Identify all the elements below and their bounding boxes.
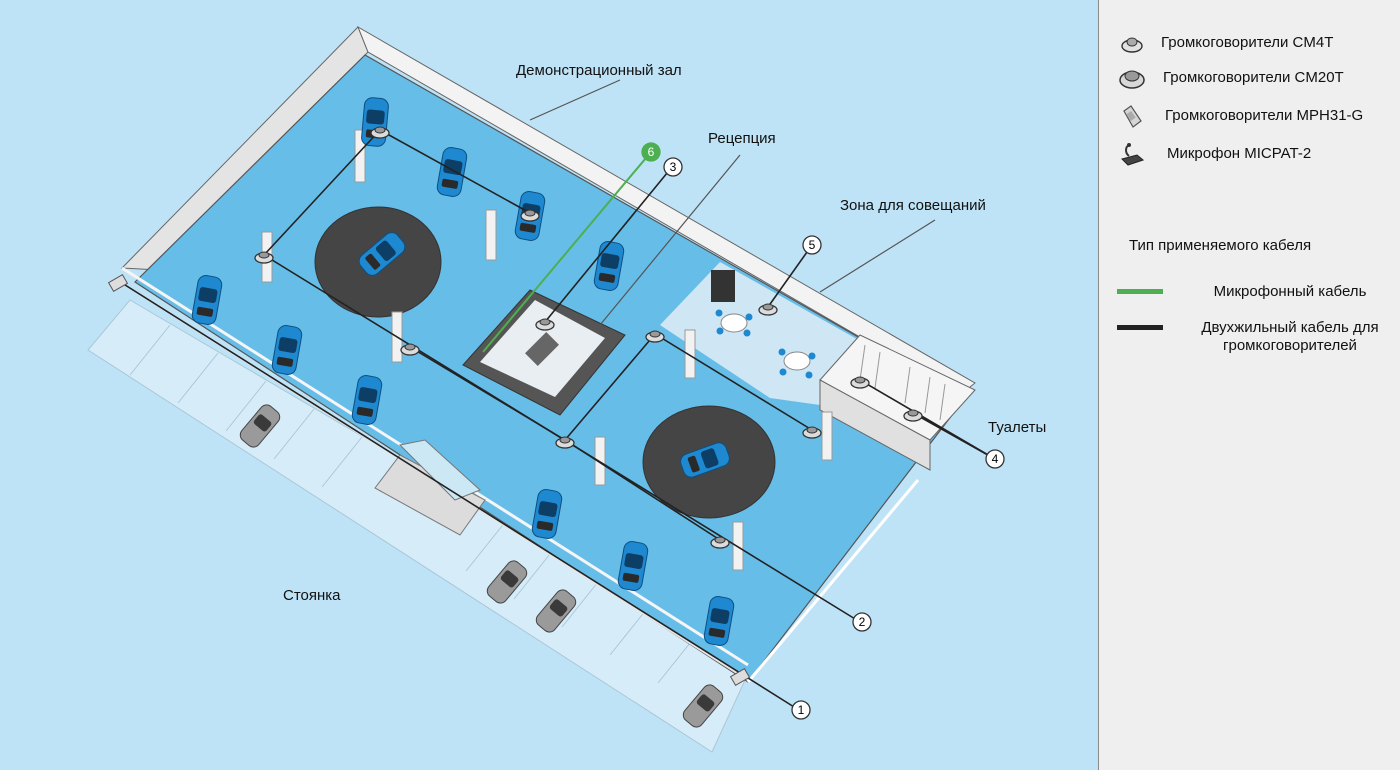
speaker-cable-swatch [1117, 325, 1163, 330]
legend-item-cm20t: Громкоговорители CM20T [1099, 63, 1400, 93]
legend-label-cm20t: Громкоговорители CM20T [1163, 69, 1344, 86]
ceiling-speaker-large-icon [1119, 70, 1145, 89]
ceiling-speaker-small-icon [1121, 37, 1143, 53]
label-leaders [529, 79, 936, 326]
label-reception: Рецепция [708, 130, 776, 147]
horn-speaker-right [729, 667, 751, 687]
microphone-cable-swatch [1117, 289, 1163, 294]
meeting-cabinet [711, 270, 735, 302]
zone-number-4: 4 [992, 452, 999, 466]
horn-speaker-left [107, 273, 129, 293]
entrance-canopy [374, 454, 486, 536]
legend-item-mph31g: Громкоговорители MPH31-G [1099, 101, 1400, 131]
cable-type-title: Тип применяемого кабеля [1129, 237, 1312, 254]
zone-number-6: 6 [648, 145, 655, 159]
legend-panel: Громкоговорители CM4T Громкоговорители C… [1098, 0, 1400, 770]
microphone-cable [482, 151, 652, 353]
zone-number-2: 2 [859, 615, 866, 629]
legend-item-cm4t: Громкоговорители CM4T [1099, 28, 1400, 58]
legend-label-microphone-cable: Микрофонный кабель [1213, 283, 1367, 300]
label-meeting-zone: Зона для совещаний [840, 197, 986, 214]
meeting-table-1 [720, 313, 748, 333]
legend-label-mph31g: Громкоговорители MPH31-G [1165, 107, 1364, 124]
showroom-floor-plan: 1 2 3 4 5 6 [87, 25, 1005, 753]
label-toilets: Туалеты [988, 419, 1047, 436]
meeting-table-2 [783, 351, 811, 371]
speaker-cables [121, 129, 996, 713]
legend-label-speaker-cable: Двухжильный кабель для громкоговорителей [1201, 319, 1379, 354]
zone-number-3: 3 [670, 160, 677, 174]
legend-item-micpat2: Микрофон MICPAT-2 [1099, 139, 1400, 169]
desk-microphone-icon [1121, 143, 1145, 166]
label-parking: Стоянка [283, 587, 341, 604]
legend-label-micpat2: Микрофон MICPAT-2 [1167, 145, 1312, 162]
zone-number-1: 1 [798, 703, 805, 717]
horn-speaker-icon [1123, 105, 1142, 128]
label-showroom: Демонстрационный зал [516, 62, 682, 79]
zone-number-5: 5 [809, 238, 816, 252]
parking-lines [129, 324, 699, 684]
legend-label-cm4t: Громкоговорители CM4T [1161, 34, 1334, 51]
